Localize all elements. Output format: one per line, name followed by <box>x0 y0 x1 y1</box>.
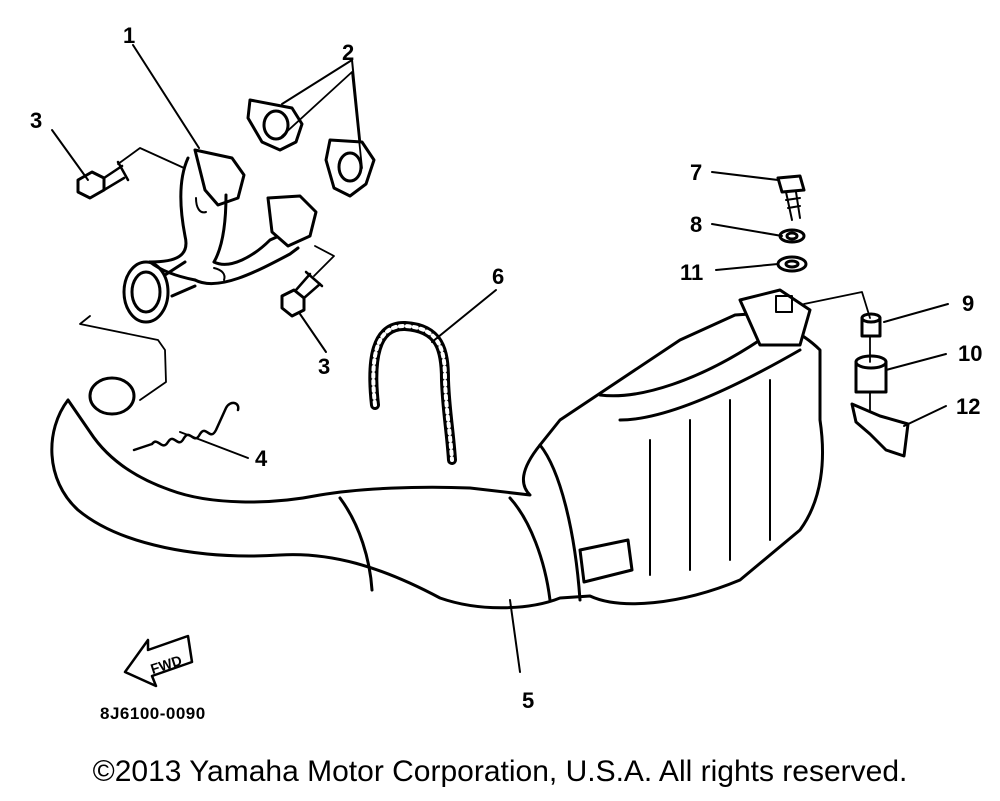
callout-label: 10 <box>958 341 983 366</box>
bolt-part <box>76 160 324 318</box>
callout-label: 12 <box>956 394 981 419</box>
leader-lines <box>51 44 949 673</box>
diagram-code: 8J6100-0090 <box>100 704 206 723</box>
callout-label: 11 <box>680 260 704 285</box>
gasket-part <box>246 98 376 198</box>
callout-label: 8 <box>690 212 703 237</box>
callout-label: 5 <box>522 688 535 713</box>
bracket-part <box>850 402 910 458</box>
copyright-notice: ©2013 Yamaha Motor Corporation, U.S.A. A… <box>92 755 908 788</box>
callout-label: 6 <box>492 264 505 289</box>
callout-label: 9 <box>962 291 975 316</box>
callout-label: 3 <box>30 108 43 133</box>
mount-collar-part <box>860 312 882 338</box>
spring-part <box>132 401 240 452</box>
callout-label: 2 <box>342 40 355 65</box>
exhaust-manifold-part <box>122 148 318 324</box>
hose-part <box>368 320 457 465</box>
top-bolt-part <box>776 174 806 221</box>
callout-label: 3 <box>318 354 331 379</box>
callout-label: 1 <box>123 23 136 48</box>
callout-label: 7 <box>690 160 703 185</box>
fwd-arrow-icon: FWD <box>123 634 194 688</box>
callout-label: 4 <box>255 446 268 471</box>
assembly-lines <box>79 71 871 413</box>
muffler-assembly-part <box>50 288 825 610</box>
damper-part <box>854 354 888 394</box>
